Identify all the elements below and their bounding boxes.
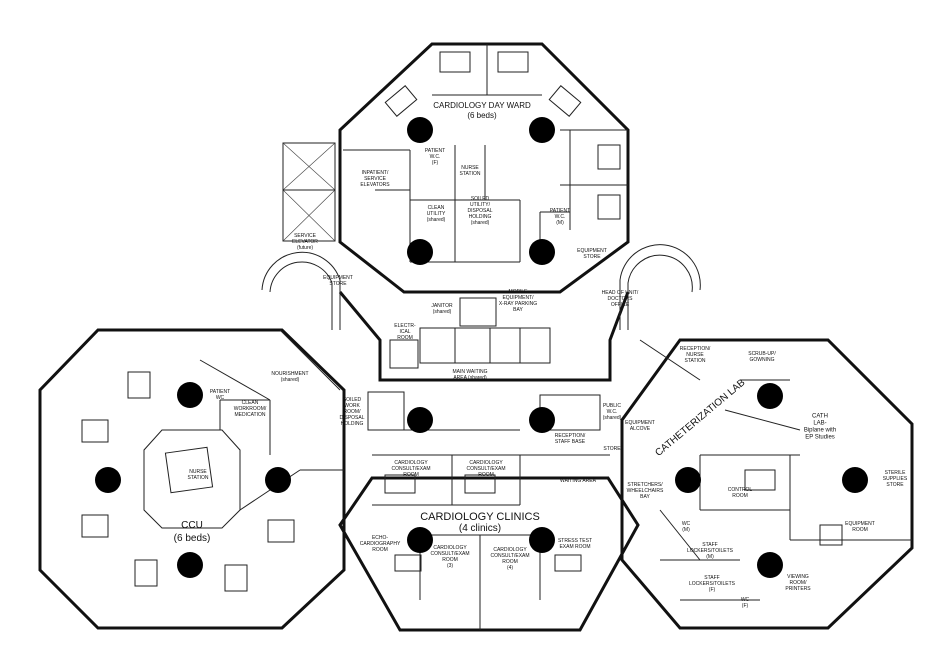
bed bbox=[464, 474, 496, 494]
column bbox=[407, 527, 433, 553]
day-ward-name: CARDIOLOGY DAY WARD bbox=[433, 101, 531, 110]
column bbox=[757, 383, 783, 409]
column bbox=[177, 552, 203, 578]
bed bbox=[497, 51, 529, 73]
column bbox=[529, 407, 555, 433]
interior-walls bbox=[143, 44, 912, 630]
column bbox=[265, 467, 291, 493]
bed bbox=[127, 371, 151, 399]
bed bbox=[224, 564, 248, 592]
structural-columns bbox=[95, 117, 868, 578]
bed bbox=[384, 474, 416, 494]
bed bbox=[744, 469, 776, 491]
room-label-scrub-up: SCRUB-UP/GOWNING bbox=[748, 351, 776, 363]
bed bbox=[81, 514, 109, 538]
column bbox=[177, 382, 203, 408]
bed bbox=[394, 554, 422, 572]
column bbox=[529, 527, 555, 553]
day-ward-detail: (6 beds) bbox=[467, 111, 497, 120]
bed bbox=[554, 554, 582, 572]
bed bbox=[81, 419, 109, 443]
bed bbox=[597, 144, 621, 170]
building-outline bbox=[38, 42, 914, 632]
clinics-detail: (4 clinics) bbox=[459, 523, 501, 534]
column bbox=[757, 552, 783, 578]
column bbox=[95, 467, 121, 493]
beds bbox=[81, 51, 843, 592]
column bbox=[407, 239, 433, 265]
column bbox=[529, 117, 555, 143]
bed bbox=[439, 51, 471, 73]
room-label-wc-m: WC(M) bbox=[682, 521, 691, 533]
room-label-nourishment: NOURISHMENT(shared) bbox=[271, 371, 308, 383]
clinics-name: CARDIOLOGY CLINICS bbox=[420, 511, 540, 523]
bed bbox=[267, 519, 295, 543]
room-label-store: STORE bbox=[603, 446, 621, 452]
column bbox=[529, 239, 555, 265]
column bbox=[407, 407, 433, 433]
bed bbox=[548, 85, 582, 117]
bed bbox=[134, 559, 158, 587]
room-label-reception-staff-base: RECEPTION/STAFF BASE bbox=[555, 433, 586, 445]
ccu-name: CCU bbox=[181, 520, 203, 531]
column bbox=[407, 117, 433, 143]
column bbox=[842, 467, 868, 493]
room-label-janitor: JANITOR(shared) bbox=[431, 303, 453, 315]
bed bbox=[819, 524, 843, 546]
cath-lab-name: CATHETERIZATION LAB bbox=[653, 377, 747, 459]
bed bbox=[597, 194, 621, 220]
ccu-detail: (6 beds) bbox=[174, 533, 211, 544]
bed bbox=[384, 85, 418, 117]
room-label-wc-f: WC(F) bbox=[741, 597, 750, 609]
column bbox=[675, 467, 701, 493]
room-label-waiting-area: WAITING AREA bbox=[560, 478, 597, 484]
